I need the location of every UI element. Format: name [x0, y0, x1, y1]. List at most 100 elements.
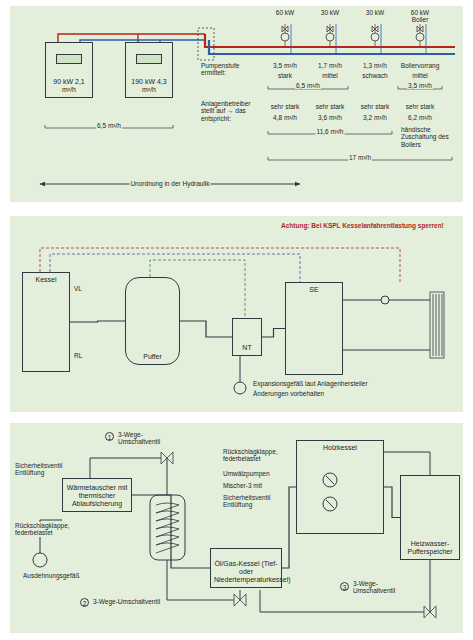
annotation: 11,6 m³/h	[316, 128, 345, 135]
component-box: Puffer	[125, 277, 180, 365]
panel	[10, 6, 463, 202]
annotation: 1,3 m³/h	[362, 62, 388, 69]
pump-symbol	[381, 24, 382, 54]
annotation: Achtung: Bei KSPL Kesselanfahrentlastung…	[280, 222, 457, 229]
annotation: Mischer-3 mit	[222, 482, 286, 489]
callout-number: 1	[105, 432, 114, 441]
pipe	[33, 452, 430, 612]
pipe	[381, 296, 389, 304]
pipe	[326, 476, 334, 508]
annotation: schwach	[361, 72, 388, 79]
component-label: Holzkessel	[300, 444, 380, 452]
radiator-symbol	[430, 292, 444, 358]
annotation: 4,8 m³/h	[272, 114, 298, 121]
pipe-connector	[262, 329, 285, 338]
component-box: Wärmetauscher mit thermischer Ablaufsich…	[62, 478, 132, 512]
annotation: sehr stark	[315, 103, 346, 110]
control-wire	[40, 248, 400, 282]
component-box: Öl/Gas-Kessel (Tief- oder Niedertemperat…	[210, 548, 282, 588]
heat-exchanger-coil	[156, 519, 179, 529]
boiler-display	[56, 54, 82, 64]
annotation: händische Zuschaltung des Boilers	[400, 126, 457, 148]
annotation: sehr stark	[270, 103, 301, 110]
pipe	[58, 34, 205, 42]
annotation: 1,7 m³/h	[317, 62, 343, 69]
annotation: VL	[73, 285, 83, 292]
radiator-symbol	[430, 292, 444, 358]
valve-symbol	[424, 606, 436, 618]
pump-symbol	[281, 24, 426, 54]
pump-symbol	[327, 26, 333, 32]
pipe	[384, 452, 430, 475]
pipe	[150, 495, 185, 560]
annotation: Umwälzpumpen	[222, 470, 286, 477]
pump-symbol	[282, 26, 288, 32]
pipe-connector	[384, 487, 400, 518]
component-box: Kessel	[22, 272, 70, 372]
annotation: Ausdehnungsgefäß	[22, 572, 80, 579]
panel	[10, 423, 463, 633]
component-box: Heizwasser-Pufferspeicher	[400, 475, 460, 560]
heat-exchanger-coil	[156, 503, 179, 513]
component-label: Heizwasser-Pufferspeicher	[404, 540, 456, 556]
annotation: Pumpenstufe ermittelt:	[200, 62, 260, 77]
pipe	[209, 40, 455, 54]
panel	[10, 6, 463, 633]
valve-symbol	[161, 452, 173, 464]
annotation: sehr stark	[405, 103, 436, 110]
pump-symbol	[336, 24, 337, 54]
component-label: 190 kW 4,3 m³/h	[129, 78, 169, 94]
annotation: Unordnung in der Hydraulik	[129, 180, 210, 187]
annotation: 30 kW	[320, 9, 340, 16]
annotation: 17 m³/h	[348, 154, 372, 161]
component-box: SE	[285, 282, 343, 375]
component-box: 90 kW 2,1 m³/h	[45, 42, 93, 98]
annotation: 3,5 m³/h	[407, 82, 433, 89]
annotation: mittel	[321, 72, 339, 79]
annotation: 60 kW	[275, 9, 295, 16]
heat-exchanger-coil	[156, 511, 179, 521]
component-box: Holzkessel	[296, 440, 384, 534]
component-label: SE	[289, 286, 339, 294]
pipe	[234, 382, 246, 394]
annotation: 3,5 m³/h	[272, 62, 298, 69]
annotation: Änderungen vorbehalten	[252, 390, 325, 397]
pump-symbol	[416, 33, 424, 41]
annotation: Anlagenbetreiber stellt auf → das entspr…	[200, 100, 264, 122]
annotation: 3-Wege-Umschaltventil	[92, 598, 161, 605]
heat-exchanger-coil	[156, 503, 179, 553]
annotation: Rückschlagklappe, federbelastet	[14, 522, 78, 537]
annotation: 60 kW Boiler	[405, 9, 435, 24]
component-label: Puffer	[129, 353, 176, 361]
annotation: 30 kW	[365, 9, 385, 16]
pipe-connector	[180, 321, 232, 337]
component-label: Kessel	[26, 276, 66, 284]
component-label: NT	[236, 344, 258, 352]
pump-symbol	[417, 26, 423, 32]
pump-symbol	[371, 33, 379, 41]
valve-symbol	[161, 452, 436, 618]
annotation: 3,2 m³/h	[362, 114, 388, 121]
pipe	[240, 356, 241, 382]
boiler-display	[136, 54, 162, 64]
annotation: RL	[73, 352, 83, 359]
annotation: 3-Wege-Umschaltventil	[117, 431, 179, 446]
pipe	[137, 34, 138, 42]
panel	[10, 216, 463, 412]
pipe	[33, 553, 47, 567]
heat-exchanger-coil	[156, 527, 179, 537]
radiator-symbol	[433, 294, 442, 356]
annotation: 6,2 m³/h	[407, 114, 433, 121]
component-box: 190 kW 4,3 m³/h	[125, 42, 173, 98]
annotation: Sicherheitsventil Entlüftung	[222, 494, 286, 509]
annotation: Expansionsgefäß laut Anlagenhersteller	[252, 380, 369, 387]
valve-symbol	[234, 594, 246, 606]
component-label: Wärmetauscher mit thermischer Ablaufsich…	[66, 484, 128, 508]
annotation: mittel	[411, 72, 429, 79]
control-wire	[50, 254, 300, 282]
annotation: 3-Wege-Umschaltventil	[352, 580, 412, 595]
pump-symbol	[426, 24, 427, 54]
bracket	[45, 86, 452, 160]
annotation: Sicherheitsventil Entlüftung	[14, 462, 62, 477]
